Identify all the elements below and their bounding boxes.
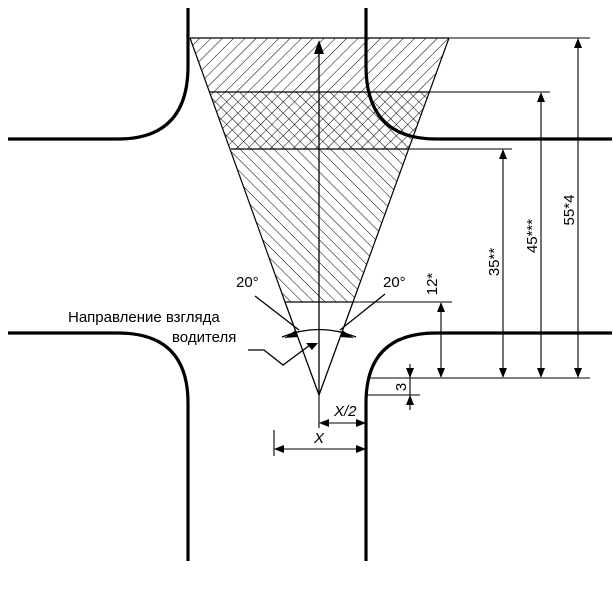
road-edge-bottom-left [8,331,190,561]
dimension-lines [353,37,590,410]
angle-arcs [254,293,386,338]
label-leader [248,343,318,366]
text-labels: 20° 20° Направление взгляда водителя 55*… [68,195,578,447]
dim-3-label: 3 [393,383,410,391]
view-direction-label-line1: Направление взгляда [68,309,220,326]
angle-right-label: 20° [383,274,406,291]
axis-arrowhead [314,40,324,54]
center-axis [314,40,324,395]
road-edge-top-left [8,8,190,141]
dim-35-label: 35** [486,248,503,277]
view-direction-label-line2: водителя [172,329,236,346]
dim-x-half-label: X/2 [333,403,357,420]
zone-45-crosshatch-b [190,92,449,149]
bottom-dimensions [273,395,366,456]
road-edge-bottom-right [364,331,612,561]
dim-55-label: 55*4 [561,195,578,226]
dim-45-label: 45*** [524,219,541,253]
zone-35 [190,149,449,302]
sight-lines [284,301,354,396]
dim-12-label: 12* [424,273,441,296]
visibility-zones [190,38,449,302]
angle-left-label: 20° [236,274,259,291]
dim-x-label: X [313,430,325,447]
